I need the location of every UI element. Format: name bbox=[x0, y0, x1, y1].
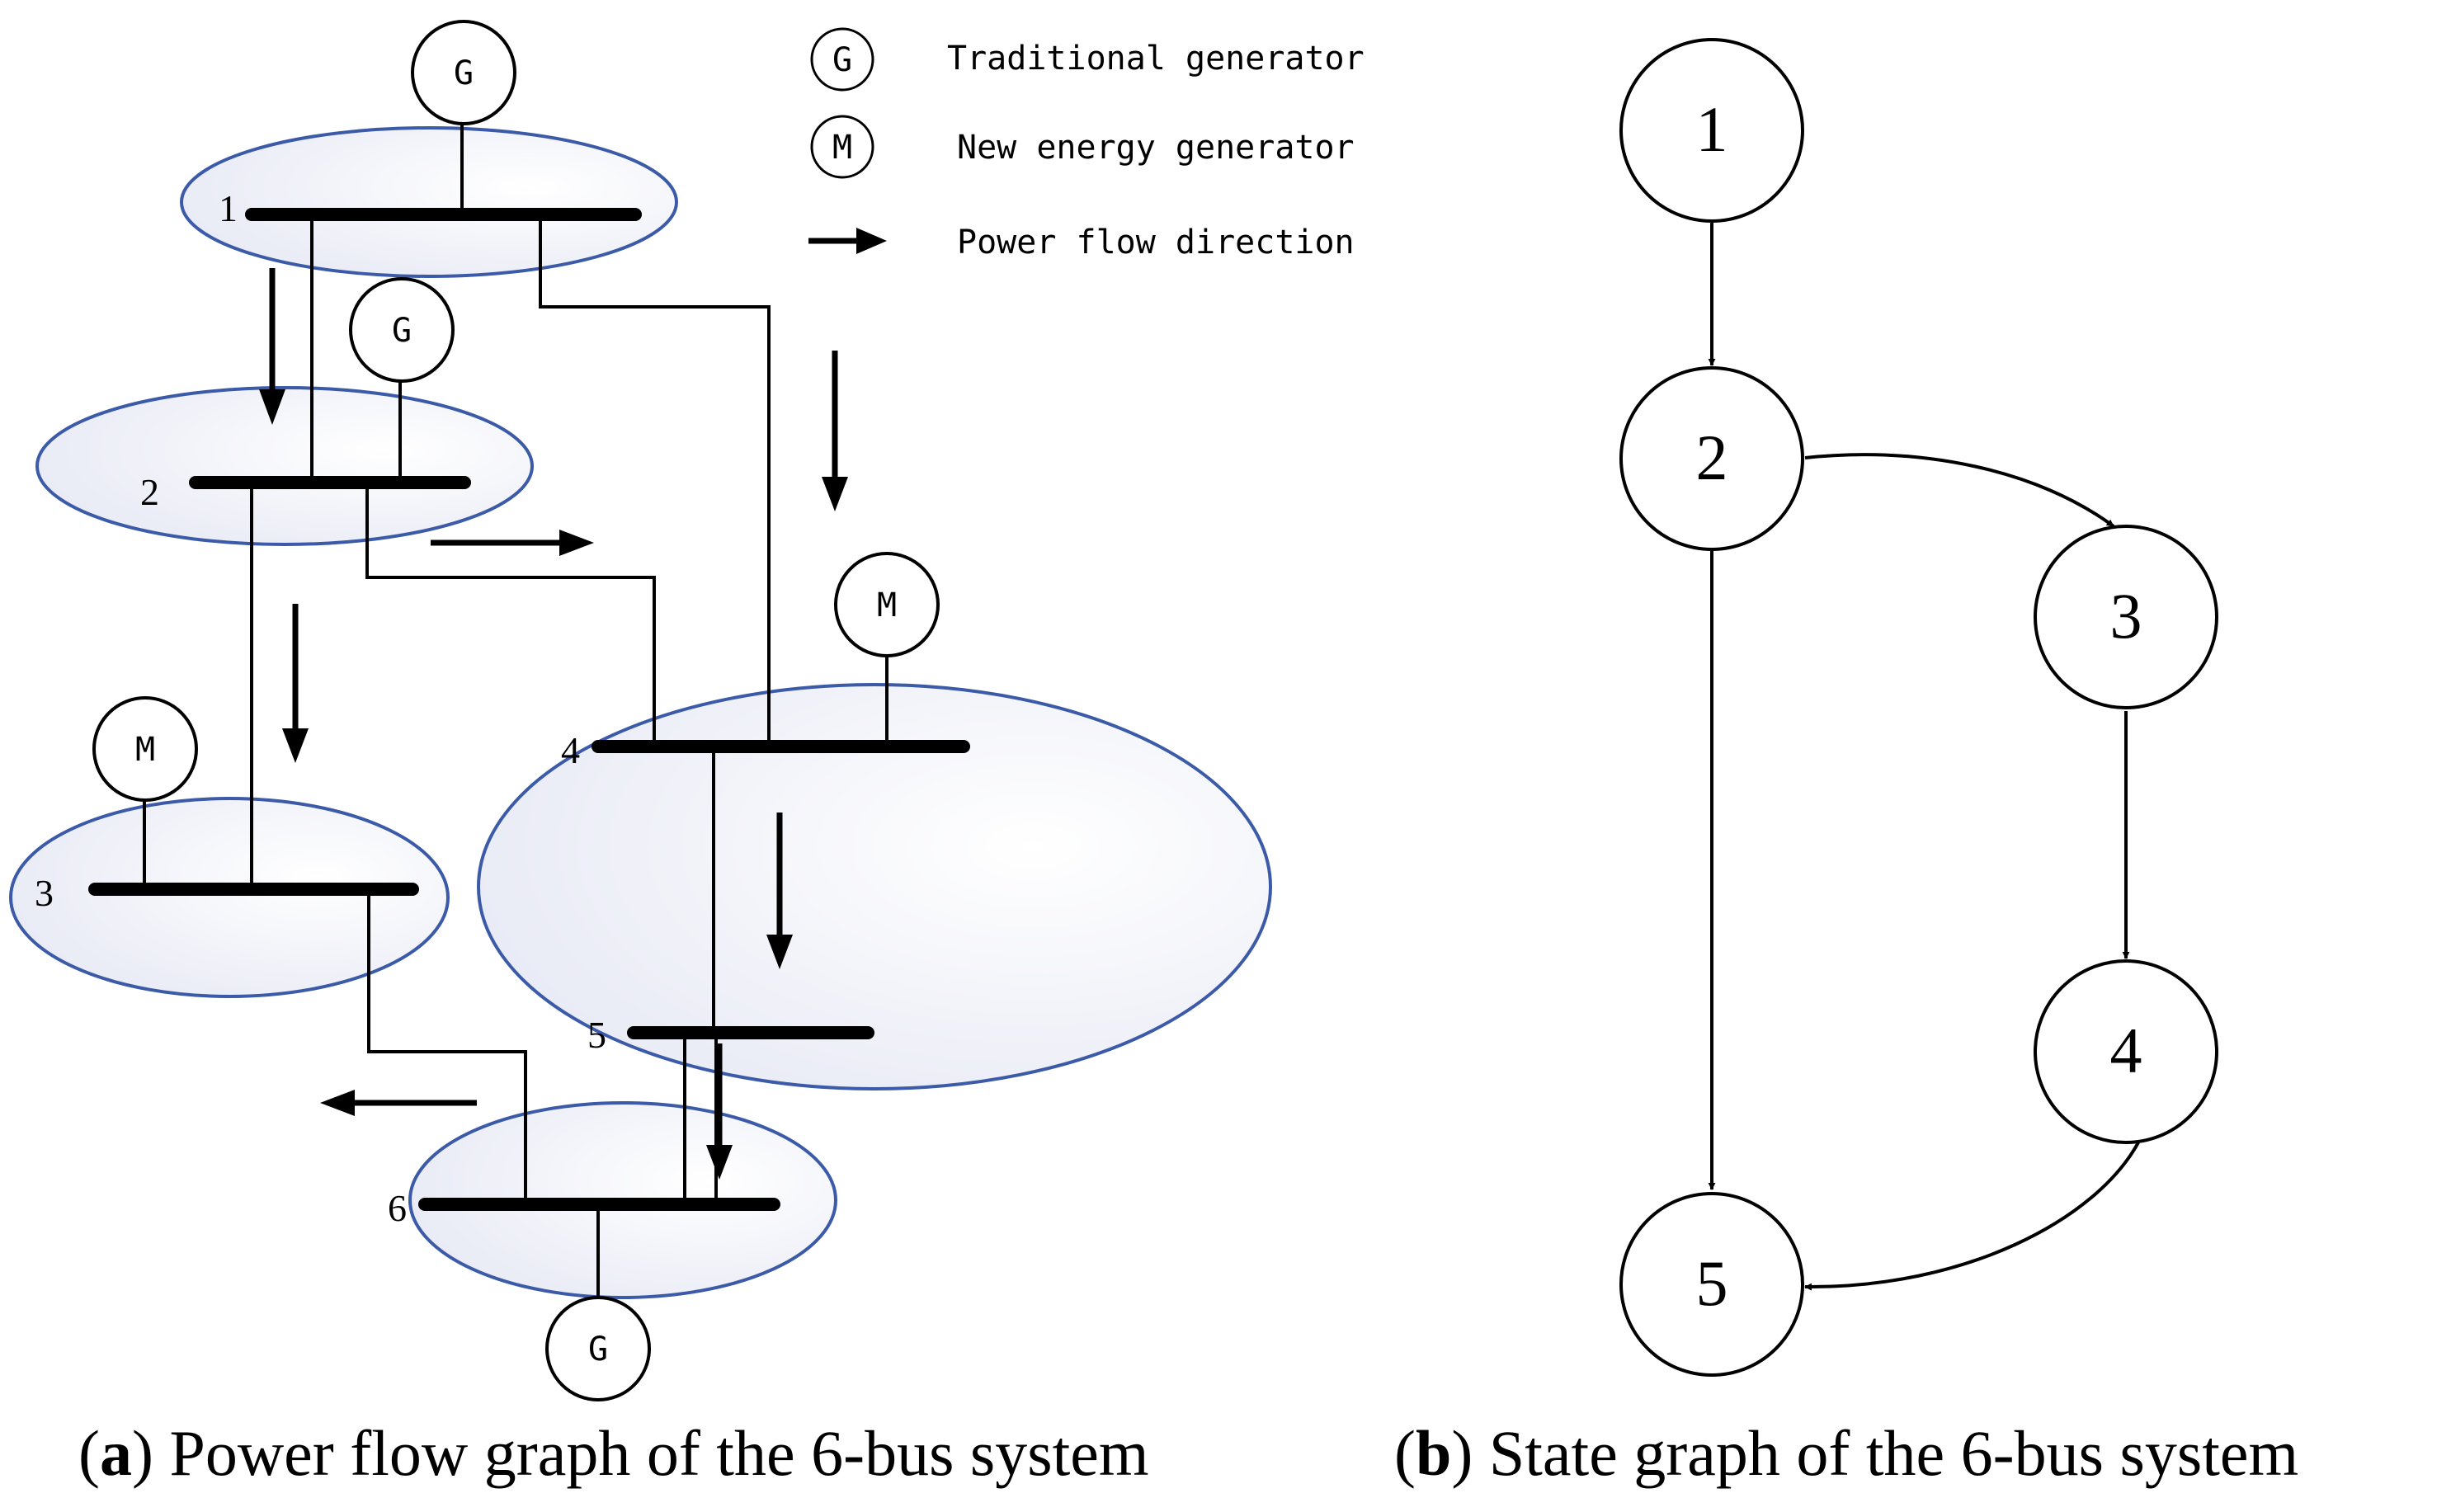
generator-letter: G bbox=[454, 54, 474, 92]
zone-bus-3 bbox=[9, 797, 450, 998]
bus-label-2: 2 bbox=[140, 471, 159, 513]
new-energy-generator-icon bbox=[92, 696, 198, 802]
new-energy-generator-icon bbox=[834, 552, 940, 657]
panel-a: 1 2 3 4 5 6 G G M M G bbox=[9, 20, 1272, 1489]
state-node-5: 5 bbox=[1619, 1192, 1804, 1377]
state-node-4: 4 bbox=[2034, 959, 2218, 1144]
generator-bus-1: G bbox=[411, 20, 516, 125]
panel-b: 1 2 3 4 5 (b) State graph of the 6-bus s… bbox=[1394, 38, 2298, 1489]
generator-bus-2: G bbox=[349, 277, 455, 383]
state-node-1: 1 bbox=[1619, 38, 1804, 223]
zone-bus-4-5 bbox=[477, 683, 1272, 1090]
generator-letter: M bbox=[135, 731, 155, 769]
flow-arrow-2-4 bbox=[431, 530, 594, 556]
node-label: 4 bbox=[2110, 1015, 2142, 1086]
arrow-right-icon bbox=[808, 228, 887, 254]
flow-arrow-2-3 bbox=[282, 604, 309, 763]
traditional-generator-icon bbox=[411, 20, 516, 125]
bus-bars bbox=[88, 208, 970, 1211]
flow-arrow-5-6 bbox=[706, 1043, 733, 1180]
bus-label-3: 3 bbox=[35, 872, 54, 914]
node-label: 3 bbox=[2110, 580, 2142, 652]
transmission-lines bbox=[143, 124, 888, 1302]
state-node-3: 3 bbox=[2034, 525, 2218, 709]
bus-label-1: 1 bbox=[219, 187, 238, 229]
zone-bus-2 bbox=[35, 386, 534, 546]
generator-letter: G bbox=[588, 1331, 608, 1368]
generator-letter: G bbox=[392, 312, 412, 350]
node-label: 2 bbox=[1696, 422, 1728, 493]
legend-label-new-energy: New energy generator bbox=[957, 129, 1355, 167]
traditional-generator-icon bbox=[810, 27, 874, 92]
caption-a: (a) Power flow graph of the 6-bus system bbox=[78, 1417, 1149, 1489]
legend-symbol-g: G bbox=[832, 41, 852, 79]
power-flow-arrows bbox=[259, 268, 848, 1180]
line-3-6 bbox=[367, 889, 527, 1204]
generator-bus-4: M bbox=[834, 552, 940, 657]
flow-arrow-1-4 bbox=[822, 351, 848, 511]
edge-4-5 bbox=[1804, 1142, 2140, 1291]
generator-bus-6: G bbox=[545, 1296, 651, 1401]
legend-label-flow: Power flow direction bbox=[957, 224, 1355, 261]
node-label: 1 bbox=[1696, 93, 1728, 165]
legend-symbol-m: M bbox=[832, 129, 852, 167]
legend: G Traditional generator M New energy gen… bbox=[808, 27, 1365, 261]
traditional-generator-icon bbox=[349, 277, 455, 383]
flow-arrow-3-6 bbox=[320, 1090, 477, 1116]
line-1-4 bbox=[539, 214, 771, 747]
generator-letter: M bbox=[877, 586, 897, 624]
bus-label-5: 5 bbox=[587, 1014, 606, 1056]
line-2-4 bbox=[365, 483, 656, 747]
traditional-generator-icon bbox=[545, 1296, 651, 1401]
state-edges bbox=[1708, 223, 2140, 1291]
state-node-2: 2 bbox=[1619, 366, 1804, 551]
node-label: 5 bbox=[1696, 1247, 1728, 1319]
legend-label-traditional: Traditional generator bbox=[947, 40, 1365, 78]
bus-label-4: 4 bbox=[561, 729, 580, 771]
flow-arrow-1-2 bbox=[259, 268, 285, 425]
generator-bus-3: M bbox=[92, 696, 198, 802]
edge-2-3 bbox=[1804, 453, 2115, 528]
new-energy-generator-icon bbox=[810, 115, 874, 179]
zone-bus-1 bbox=[180, 126, 678, 278]
flow-arrow-4-5 bbox=[766, 813, 793, 969]
caption-b: (b) State graph of the 6-bus system bbox=[1394, 1417, 2298, 1489]
bus-label-6: 6 bbox=[388, 1187, 407, 1229]
